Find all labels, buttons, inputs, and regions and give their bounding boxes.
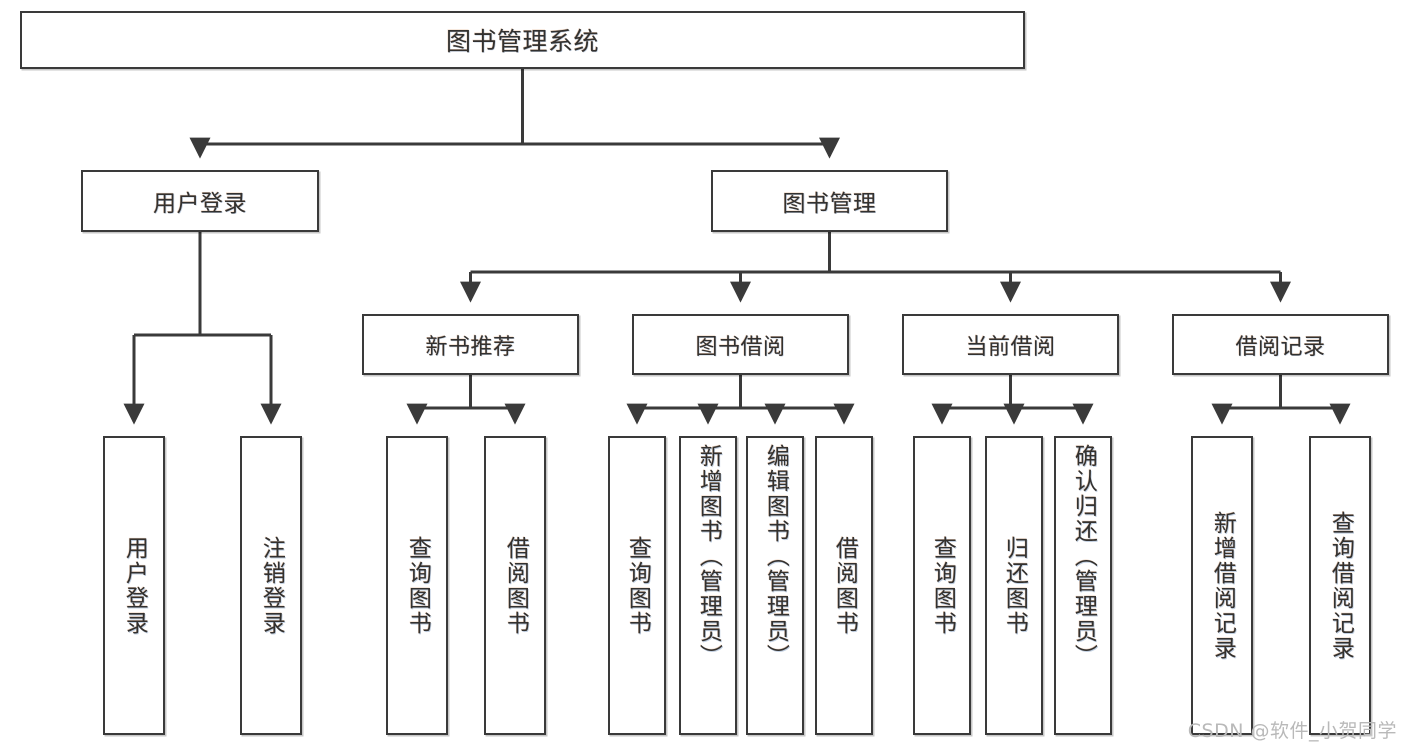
- node-leaf-edit-book[interactable]: 编辑图书（管理员）: [746, 436, 804, 735]
- node-leaf-user-logout[interactable]: 注销登录: [240, 436, 302, 735]
- node-leaf-user-login[interactable]: 用户登录: [103, 436, 165, 735]
- node-leaf-edit-book-label: 编辑图书（管理员）: [762, 444, 789, 669]
- node-book-borrow[interactable]: 图书借阅: [632, 314, 849, 375]
- node-current-borrow-label: 当前借阅: [965, 334, 1056, 360]
- node-leaf-return-book[interactable]: 归还图书: [985, 436, 1043, 735]
- node-leaf-borrow-book-1-label: 借阅图书: [502, 535, 529, 636]
- node-leaf-query-book-1-label: 查询图书: [404, 535, 431, 636]
- node-new-book-recommend[interactable]: 新书推荐: [362, 314, 579, 375]
- node-leaf-query-book-2-label: 查询图书: [624, 535, 651, 636]
- node-leaf-query-book-1[interactable]: 查询图书: [386, 436, 448, 735]
- node-borrow-record[interactable]: 借阅记录: [1172, 314, 1389, 375]
- node-leaf-add-record[interactable]: 新增借阅记录: [1191, 436, 1253, 735]
- node-user-login[interactable]: 用户登录: [81, 170, 319, 232]
- node-book-manage-label: 图书管理: [782, 191, 877, 217]
- node-leaf-borrow-book-1[interactable]: 借阅图书: [484, 436, 546, 735]
- node-root[interactable]: 图书管理系统: [20, 11, 1025, 69]
- node-leaf-borrow-book-2[interactable]: 借阅图书: [815, 436, 873, 735]
- node-book-manage[interactable]: 图书管理: [711, 170, 948, 232]
- node-leaf-return-book-label: 归还图书: [1001, 535, 1028, 636]
- node-leaf-query-book-2[interactable]: 查询图书: [608, 436, 666, 735]
- node-current-borrow[interactable]: 当前借阅: [902, 314, 1119, 375]
- node-leaf-query-book-3-label: 查询图书: [929, 535, 956, 636]
- node-leaf-query-book-3[interactable]: 查询图书: [913, 436, 971, 735]
- node-root-label: 图书管理系统: [445, 27, 599, 56]
- node-leaf-borrow-book-2-label: 借阅图书: [831, 535, 858, 636]
- node-user-login-label: 用户登录: [153, 191, 247, 217]
- node-book-borrow-label: 图书借阅: [695, 334, 786, 360]
- node-borrow-record-label: 借阅记录: [1235, 334, 1326, 360]
- node-leaf-confirm-return-label: 确认归还（管理员）: [1070, 444, 1097, 669]
- node-leaf-add-record-label: 新增借阅记录: [1209, 510, 1236, 661]
- node-new-book-recommend-label: 新书推荐: [425, 334, 516, 360]
- node-leaf-query-record[interactable]: 查询借阅记录: [1309, 436, 1371, 735]
- node-leaf-add-book-label: 新增图书（管理员）: [695, 444, 722, 669]
- node-leaf-user-login-label: 用户登录: [121, 535, 148, 636]
- watermark-text: CSDN @软件_小贺同学: [1187, 720, 1397, 742]
- node-leaf-add-book[interactable]: 新增图书（管理员）: [679, 436, 737, 735]
- node-leaf-user-logout-label: 注销登录: [258, 535, 285, 636]
- node-leaf-confirm-return[interactable]: 确认归还（管理员）: [1054, 436, 1112, 735]
- node-leaf-query-record-label: 查询借阅记录: [1327, 510, 1354, 661]
